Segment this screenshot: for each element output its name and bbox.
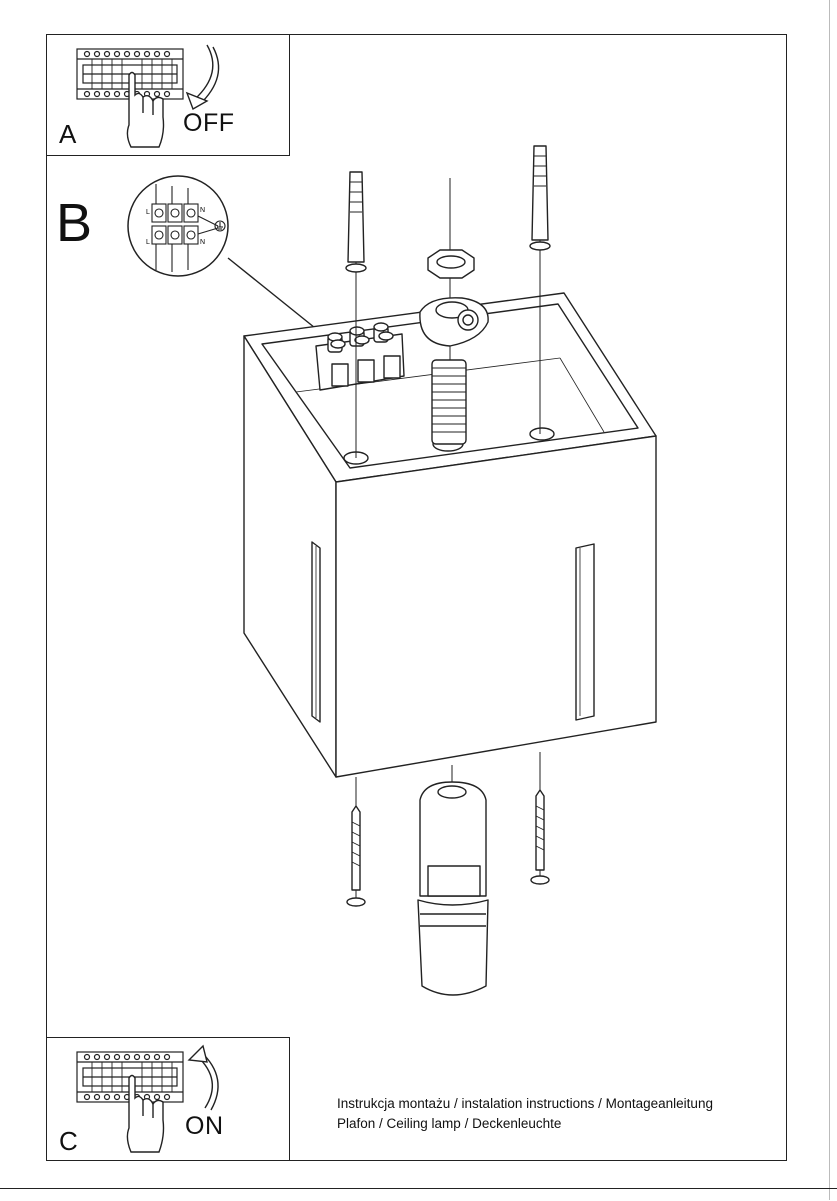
page-edge	[829, 0, 830, 1200]
terminal-block	[315, 322, 405, 391]
off-label: OFF	[183, 109, 235, 137]
breaker-panel-icon	[76, 1044, 219, 1153]
wiring-detail: L L N N	[127, 175, 229, 277]
threaded-tube	[431, 359, 467, 445]
page-bottom-edge	[0, 1188, 837, 1201]
on-label: ON	[185, 1112, 224, 1140]
step-b-letter: B	[56, 193, 93, 253]
step-c-letter: C	[59, 1126, 78, 1156]
wire-l-bottom: L	[146, 239, 150, 246]
step-a-letter: A	[59, 119, 77, 149]
mount-bracket	[419, 297, 489, 347]
mount-hole-right	[529, 427, 555, 441]
breaker-panel-icon	[76, 44, 220, 148]
hand-icon	[126, 71, 165, 148]
wall-plug-right	[529, 145, 551, 434]
arrow-up-icon	[187, 1044, 219, 1111]
wall-plug-left	[345, 171, 367, 458]
caption-line-1: Instrukcja montażu / instalation instruc…	[337, 1096, 713, 1111]
wire-n-bottom: N	[200, 239, 205, 246]
hand-icon	[126, 1074, 165, 1153]
hex-nut	[427, 249, 475, 279]
front-slot-right	[575, 543, 595, 721]
arrow-down-icon	[185, 44, 220, 111]
caption: Instrukcja montażu / instalation instruc…	[337, 1094, 713, 1134]
screw-bottom-right	[530, 752, 550, 885]
wire-l-top: L	[146, 209, 150, 216]
bulb-socket	[417, 781, 489, 996]
wire-n-top: N	[200, 207, 205, 214]
screw-bottom-left	[346, 777, 366, 907]
step-c-box: C ON	[46, 1037, 290, 1161]
side-slot-left	[311, 541, 321, 723]
ground-icon	[214, 220, 226, 232]
step-a-box: A OFF	[46, 34, 290, 156]
page-frame	[46, 34, 787, 1161]
caption-line-2: Plafon / Ceiling lamp / Deckenleuchte	[337, 1116, 562, 1131]
